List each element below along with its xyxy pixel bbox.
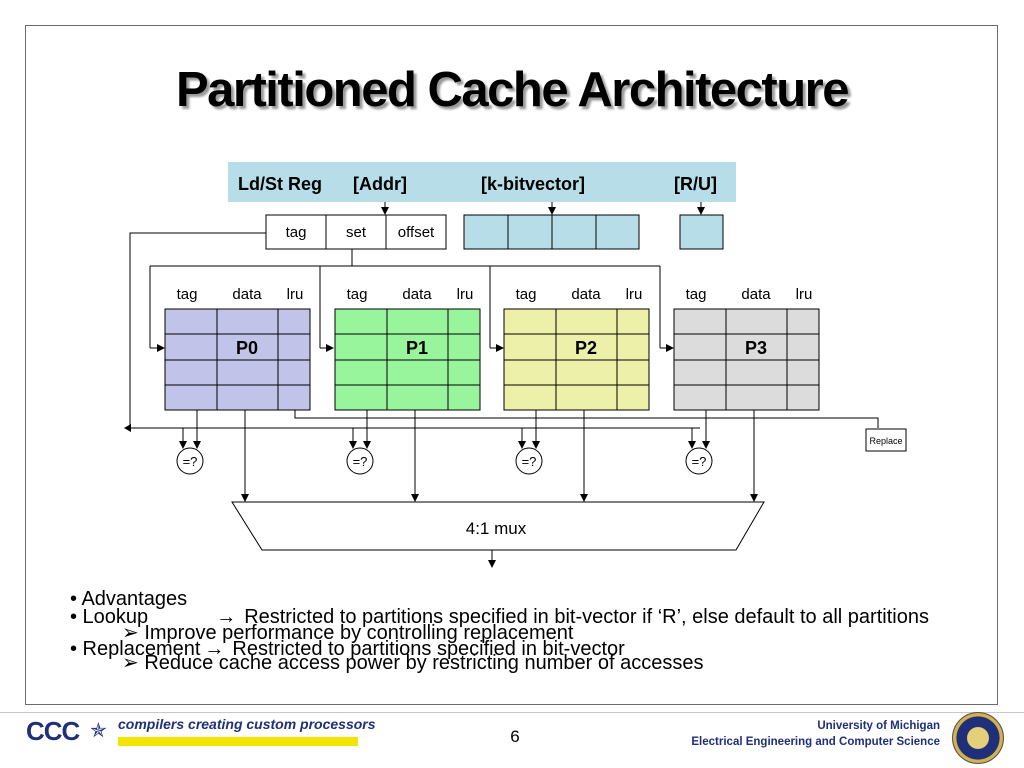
field-offset: offset xyxy=(398,224,435,241)
addr-label: [Addr] xyxy=(353,174,407,194)
partition-header: tag xyxy=(347,286,368,303)
partition-name: P1 xyxy=(406,338,428,358)
sub-bullet-performance: ➢ Improve performance by controlling rep… xyxy=(122,622,573,644)
footer-tagline: compilers creating custom processors xyxy=(118,716,376,732)
partition-header: data xyxy=(232,286,262,303)
partition-name: P3 xyxy=(745,338,767,358)
bullet-text: ➢ Reduce cache access power by restricti… xyxy=(122,652,704,674)
comparators-group: =? =? =? =? xyxy=(176,410,758,502)
partition-header: lru xyxy=(287,286,304,303)
replace-label: Replace xyxy=(869,436,902,446)
partition-header: data xyxy=(571,286,601,303)
sub-bullet-power: ➢ Reduce cache access power by restricti… xyxy=(122,652,703,674)
mux-label: 4:1 mux xyxy=(466,519,527,538)
bullet-text: • Advantages xyxy=(70,588,188,610)
page-number: 6 xyxy=(510,727,520,746)
right-arrow-icon: → xyxy=(216,606,237,628)
partition-header: tag xyxy=(177,286,198,303)
university-seal-icon xyxy=(952,712,1004,764)
bitvector-cells xyxy=(463,214,640,250)
partition-header: data xyxy=(402,286,432,303)
bullet-text: • Replacement xyxy=(70,638,201,660)
slide-title: Partitioned Cache Architecture xyxy=(175,63,850,117)
partition-header: tag xyxy=(686,286,707,303)
department-name: Electrical Engineering and Computer Scie… xyxy=(691,736,940,748)
comparator: =? xyxy=(515,410,588,502)
bullet-text: • Lookup xyxy=(70,606,149,628)
bullet-advantages: • Advantages xyxy=(70,588,187,610)
partition-header: lru xyxy=(626,286,643,303)
footer-divider xyxy=(0,712,1024,713)
comparator-label: =? xyxy=(522,454,537,469)
mux: 4:1 mux xyxy=(231,501,765,568)
ldst-register-bar xyxy=(228,162,736,202)
partition-header: lru xyxy=(796,286,813,303)
partition-header: data xyxy=(741,286,771,303)
partition-name: P0 xyxy=(236,338,258,358)
bullet-text: ➢ Improve performance by controlling rep… xyxy=(122,622,574,644)
comparator-label: =? xyxy=(353,454,368,469)
bitvector-label: [k-bitvector] xyxy=(481,174,585,194)
hammer-star-icon: ✯ xyxy=(90,720,107,742)
ru-label: [R/U] xyxy=(674,174,717,194)
partition-name: P2 xyxy=(575,338,597,358)
comparator-label: =? xyxy=(692,454,707,469)
comparator: =? xyxy=(685,410,758,502)
partition-header: lru xyxy=(457,286,474,303)
field-tag: tag xyxy=(286,224,307,241)
bullet-replacement: • Replacement→ Restricted to partitions s… xyxy=(70,638,625,660)
ccc-logo: CCC xyxy=(26,716,80,746)
right-arrow-icon: → xyxy=(204,638,225,660)
comparator-label: =? xyxy=(183,454,198,469)
bullet-detail: Restricted to partitions specified in bi… xyxy=(232,638,625,660)
field-set: set xyxy=(346,224,367,241)
ru-cell xyxy=(679,214,724,250)
university-block: University of Michigan Electrical Engine… xyxy=(691,718,940,750)
register-label: Ld/St Reg xyxy=(238,174,322,194)
bullet-detail: Restricted to partitions specified in bi… xyxy=(244,606,929,628)
comparator: =? xyxy=(176,410,249,502)
comparator: =? xyxy=(346,410,419,502)
tagline-underline xyxy=(118,737,358,746)
replace-box: Replace xyxy=(865,428,907,452)
partition-header: tag xyxy=(516,286,537,303)
address-fields: tag set offset xyxy=(265,214,447,250)
university-name: University of Michigan xyxy=(817,720,940,732)
bullet-lookup: • Lookup → Restricted to partitions specif… xyxy=(70,606,929,628)
